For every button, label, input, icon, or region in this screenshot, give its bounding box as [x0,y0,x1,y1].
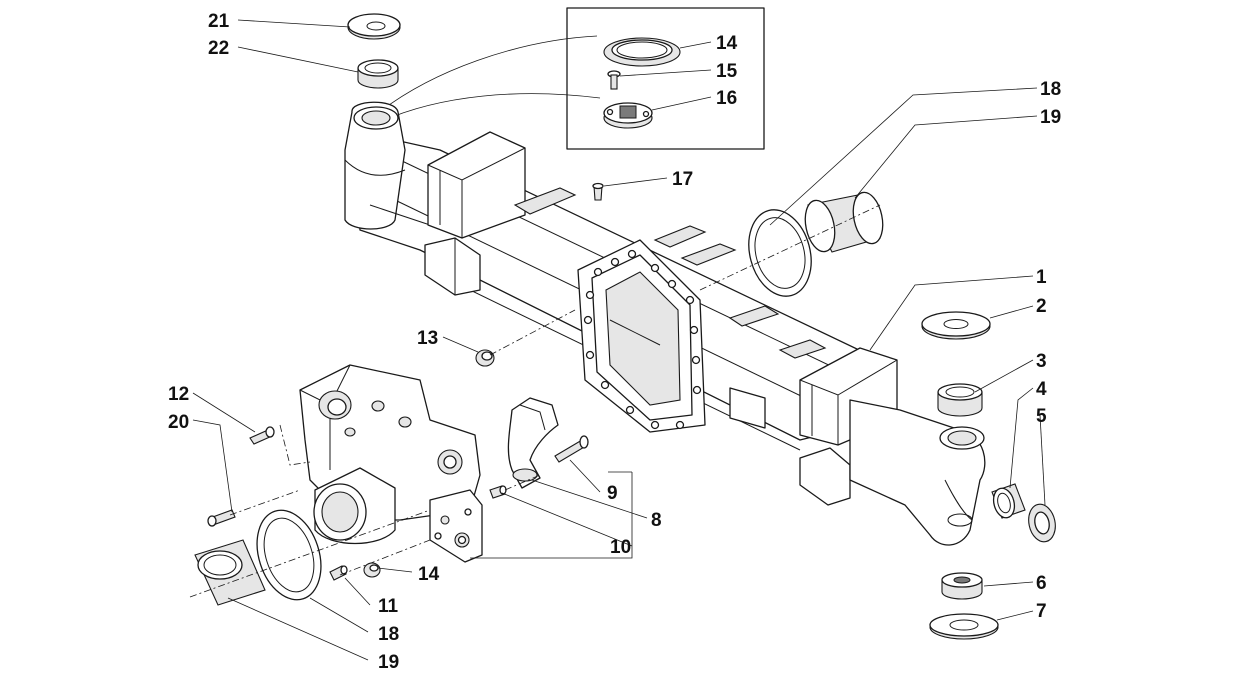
seal-5 [1028,503,1056,543]
callout-14-lower: 14 [418,564,440,585]
callout-2: 2 [1036,296,1047,317]
callout-4: 4 [1036,379,1047,400]
callout-1: 1 [1036,267,1047,288]
bushing-3 [937,383,983,417]
callout-10: 10 [610,537,631,558]
bushing-6 [941,572,983,600]
callout-7: 7 [1036,601,1047,622]
ring-18-right [748,209,812,297]
screw-part [607,70,621,90]
flange-bolt-holes [583,249,702,430]
leader-lines [192,19,1046,661]
nameplate [729,387,766,429]
dowel-pin-10 [489,485,507,499]
callout-16: 16 [716,88,737,109]
bolt-12 [249,426,275,445]
detail-inset [371,7,765,150]
washer-2 [921,311,991,340]
callout-8: 8 [651,510,662,531]
callout-11: 11 [378,596,399,617]
callout-18-right: 18 [1040,79,1061,100]
callout-labels: 21 22 14 15 16 17 18 19 1 2 3 4 5 6 7 8 … [168,11,1061,673]
callout-22: 22 [208,38,229,59]
callout-15: 15 [716,61,738,82]
cap-bolt-part [554,435,589,463]
bushing-part [357,59,399,89]
callout-18-left: 18 [378,624,399,645]
dowel-pin-11 [329,565,348,581]
callout-3: 3 [1036,351,1047,372]
callout-9: 9 [607,483,618,504]
callout-19-right: 19 [1040,107,1061,128]
plug-13 [475,349,495,367]
ring-18-left [256,509,322,601]
bushing-4 [991,483,1026,519]
callout-13: 13 [417,328,438,349]
bolt-20 [207,509,236,527]
bearing-cup-19-left [194,539,266,606]
bearing-cup-19-right [804,191,884,253]
carrier-housing [299,364,483,563]
callout-6: 6 [1036,573,1047,594]
callout-5: 5 [1036,406,1047,427]
callout-19-left: 19 [378,652,399,673]
splined-washer-part [603,102,653,129]
axle-housing [344,101,986,546]
washer-7 [929,613,999,640]
callout-12: 12 [168,384,189,405]
seal-ring-part [603,37,681,67]
callout-14-inset: 14 [716,33,738,54]
callout-20: 20 [168,412,189,433]
callout-21: 21 [208,11,230,32]
callout-17: 17 [672,169,693,190]
thrust-washer-part [347,13,401,40]
plug-14 [363,562,381,578]
bearing-cap-part [507,397,559,489]
